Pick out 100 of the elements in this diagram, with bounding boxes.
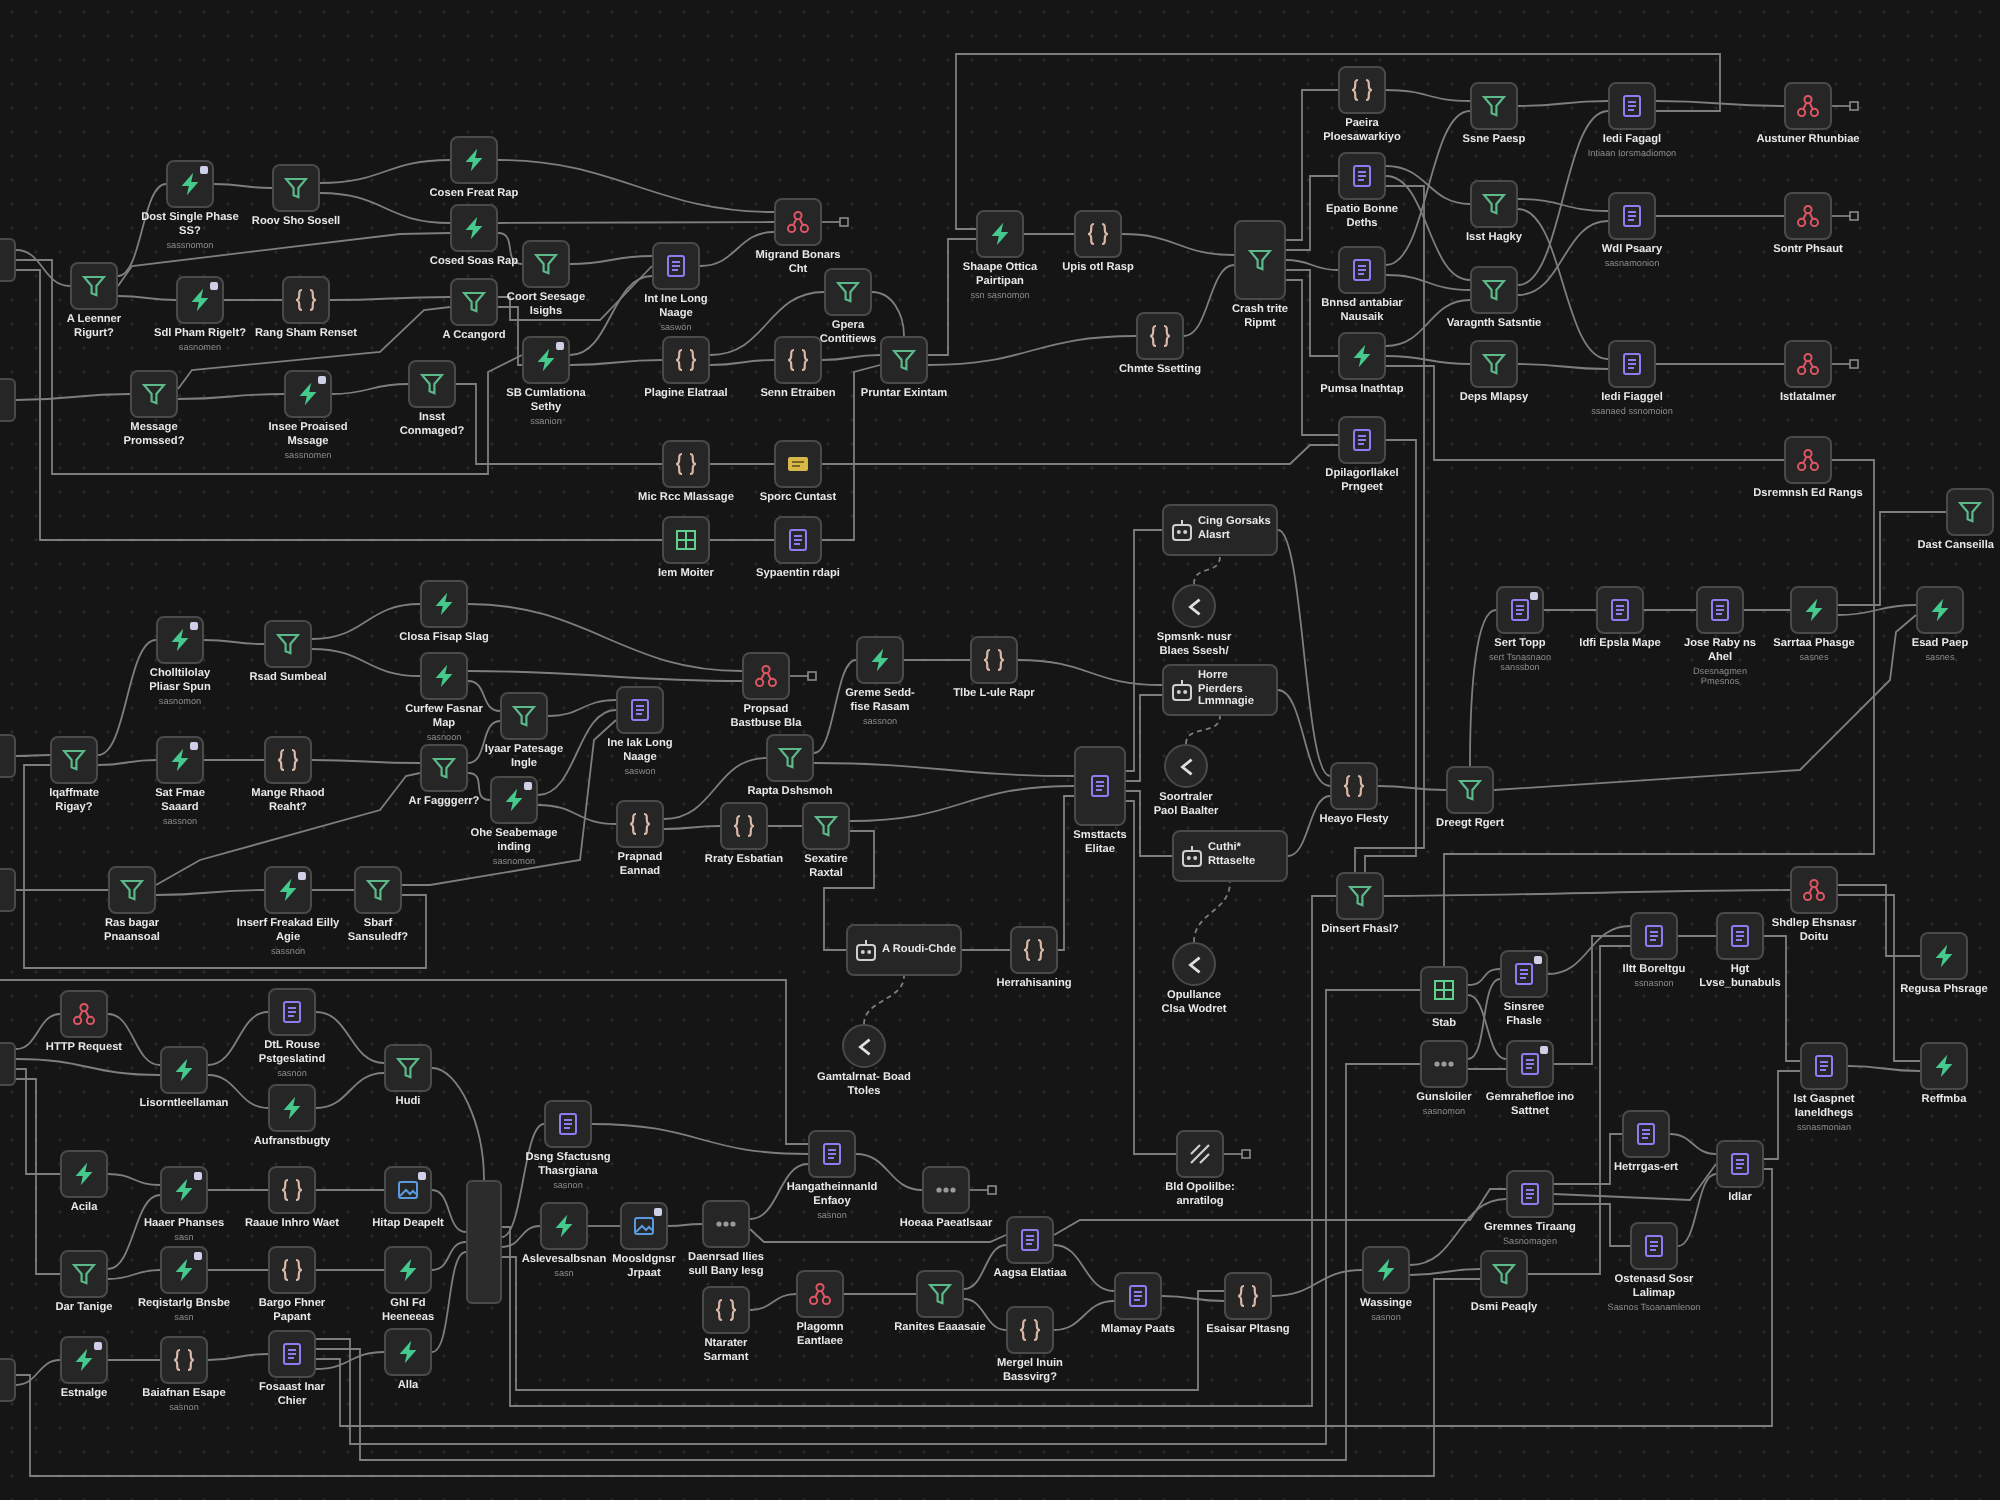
connector (1287, 795, 1331, 857)
connector (1837, 884, 1921, 957)
connector (813, 659, 857, 754)
connector (1847, 1065, 1921, 1072)
connector (117, 295, 177, 301)
connector (1553, 1163, 1717, 1201)
connector (1285, 259, 1339, 271)
connector (315, 1351, 385, 1370)
connector (1377, 785, 1447, 791)
connector (1121, 233, 1235, 256)
connector (497, 265, 653, 321)
connector (501, 1123, 545, 1238)
connector (207, 1269, 269, 1271)
connector (107, 1194, 161, 1270)
connector (1493, 614, 1917, 791)
connector (331, 383, 409, 395)
connector (1383, 889, 1791, 897)
connector (1553, 1203, 1631, 1247)
connector (315, 1269, 385, 1271)
connector (213, 183, 273, 189)
connector (927, 335, 1137, 366)
connector (117, 232, 451, 287)
connector (1385, 274, 1471, 291)
connector (1763, 1070, 1801, 1160)
connector (1385, 110, 1471, 266)
connector (1643, 609, 1697, 611)
dashed-connector (1193, 881, 1231, 943)
connector (315, 1168, 1773, 1427)
connector (871, 291, 905, 337)
connector (537, 709, 617, 796)
connector (117, 183, 167, 277)
connector (749, 1163, 809, 1220)
connector (207, 1011, 269, 1066)
connector (455, 383, 663, 465)
connector (319, 192, 451, 224)
merge-node (466, 1180, 502, 1304)
connector (497, 232, 523, 265)
connector (1467, 994, 1507, 1060)
connector (1469, 609, 1497, 767)
connector (1677, 1173, 1717, 1247)
agent-node (1172, 830, 1288, 882)
connector (1409, 1268, 1481, 1276)
connector (1655, 363, 1785, 365)
connector (319, 159, 451, 184)
connector (1517, 208, 1609, 360)
connector (15, 393, 131, 401)
connector (1161, 1295, 1225, 1302)
connector (207, 1353, 269, 1361)
connector (1763, 935, 1801, 1062)
connector (1553, 935, 1631, 1065)
connector (903, 659, 971, 661)
connector (311, 648, 421, 677)
connector (107, 1173, 161, 1186)
connector (749, 1293, 797, 1311)
connector (315, 989, 1421, 1445)
connector (849, 785, 1075, 822)
connector (97, 639, 157, 756)
connector (1467, 1068, 1507, 1070)
connector (15, 1058, 161, 1076)
connector (1053, 1300, 1115, 1331)
connector (1125, 790, 1173, 857)
connector (569, 255, 653, 265)
connector (1023, 233, 1075, 235)
partial-node (0, 238, 16, 282)
connector (107, 1013, 161, 1066)
connector (709, 463, 775, 465)
connector (431, 1241, 467, 1271)
connector (843, 1293, 917, 1295)
connector (223, 299, 283, 301)
connector (315, 1011, 385, 1064)
connector (1547, 925, 1631, 975)
connector (1385, 365, 1785, 461)
partial-node (0, 734, 16, 778)
connector (329, 296, 451, 301)
connector (821, 444, 1339, 465)
connector (497, 306, 523, 366)
connector (1017, 659, 1163, 686)
connector (1837, 511, 1947, 606)
connector (537, 804, 617, 825)
connector (1053, 1188, 1507, 1236)
dashed-connector (863, 975, 905, 1025)
connector (15, 1278, 1481, 1477)
connector (401, 719, 617, 886)
connector (1553, 1133, 1623, 1185)
connector (963, 1298, 1007, 1331)
agent-node (1162, 664, 1278, 716)
connector (467, 772, 491, 801)
connector (207, 1189, 269, 1191)
connector (1285, 279, 1339, 436)
connector (667, 1223, 703, 1227)
connector (155, 889, 265, 896)
connector (431, 1067, 485, 1181)
connector (1183, 264, 1235, 337)
connector (15, 259, 523, 475)
connector (1467, 978, 1501, 1060)
connector (1443, 459, 1875, 967)
connector (955, 53, 1721, 230)
connector (431, 1189, 467, 1233)
connector (0, 979, 809, 1145)
connector (497, 159, 775, 213)
